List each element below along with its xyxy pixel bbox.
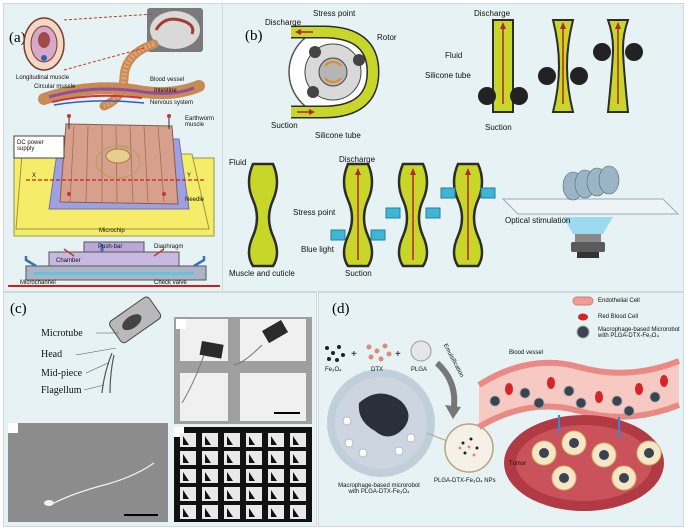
label-discharge-tube: Discharge — [474, 9, 511, 18]
panel-a: (a) — [3, 3, 225, 292]
label-fluid-bottom: Fluid — [229, 158, 247, 167]
array-cell-mark — [205, 472, 211, 481]
array-cell-mark — [249, 454, 255, 463]
label-suction-pump: Suction — [271, 121, 298, 130]
label-blood-vessel-d: Blood vessel — [509, 350, 544, 356]
panel-b: (b) — [222, 3, 684, 292]
array-cell-mark — [271, 454, 277, 463]
array-cell-mark — [227, 490, 233, 499]
array-cell-mark — [205, 436, 211, 445]
array-cell-mark — [249, 472, 255, 481]
array-cell-mark — [271, 436, 277, 445]
array-cell-mark — [183, 490, 189, 499]
label-mid-piece: Mid-piece — [41, 368, 83, 379]
array-cell-mark — [293, 508, 299, 517]
array-cell-mark — [183, 508, 189, 517]
label-earthworm-muscle: Earthworm muscle — [185, 116, 215, 129]
label-flagellum: Flagellum — [41, 385, 82, 396]
label-silicone-tube: Silicone tube — [425, 71, 471, 80]
label-suction-bottom: Suction — [345, 269, 372, 278]
array-cell-mark — [205, 490, 211, 499]
microtube-array — [180, 433, 306, 519]
panel-b-illustration — [247, 19, 680, 268]
array-cell-mark — [249, 436, 255, 445]
label-circular-muscle: Circular muscle — [34, 84, 76, 90]
array-cell-mark — [249, 508, 255, 517]
array-cell-mark — [183, 472, 189, 481]
array-cell-mark — [249, 490, 255, 499]
label-silicone-tube-pump: Silicone tube — [315, 131, 361, 140]
label-nervous-system: Nervous system — [150, 100, 194, 106]
array-cell-mark — [293, 436, 299, 445]
svg-text:+: + — [395, 349, 401, 360]
panel-b-letter: (b) — [245, 28, 263, 44]
panel-c-illustration — [8, 296, 312, 522]
label-microtube: Microtube — [41, 328, 83, 339]
panel-c-letter: (c) — [10, 301, 27, 317]
panel-a-illustration — [8, 8, 220, 287]
array-cell-mark — [183, 454, 189, 463]
array-cell-mark — [205, 508, 211, 517]
label-dtx: DTX — [371, 367, 383, 373]
array-cell-mark — [227, 436, 233, 445]
label-blood-vessel-a: Blood vessel — [150, 77, 185, 83]
array-cell-mark — [293, 490, 299, 499]
panel-d-letter: (d) — [332, 301, 350, 317]
label-needle: Needle — [185, 197, 205, 203]
array-cell-mark — [271, 472, 277, 481]
array-cell-mark — [227, 472, 233, 481]
array-cell-mark — [271, 490, 277, 499]
label-axis-x: X — [32, 173, 37, 179]
array-cell-mark — [271, 508, 277, 517]
label-plga: PLGA — [411, 367, 428, 373]
panel-d: (d) + + — [318, 292, 684, 527]
label-longitudinal-muscle: Longitudinal muscle — [16, 75, 70, 81]
array-cell-mark — [183, 436, 189, 445]
panel-c: (c) Microtube — [3, 292, 317, 527]
label-chamber: Chamber — [56, 258, 81, 264]
label-endothelial-cell: Endothelial Cell — [598, 298, 640, 304]
label-tumor: Tumor — [509, 461, 527, 467]
label-head: Head — [41, 349, 63, 360]
label-diaphragm: Diaphragm — [154, 244, 184, 250]
label-red-blood-cell: Red Blood Cell — [598, 314, 639, 320]
label-axis-y: Y — [187, 173, 192, 179]
panel-a-letter: (a) — [9, 30, 26, 46]
label-discharge-pump: Discharge — [265, 18, 302, 27]
label-optical-stimulation: Optical stimulation — [505, 216, 571, 225]
array-cell-mark — [205, 454, 211, 463]
svg-text:+: + — [351, 349, 357, 360]
label-macrophage-legend: Macrophage-based Microrobot with PLGA-DT… — [598, 327, 680, 340]
label-fluid-top: Fluid — [445, 51, 463, 60]
array-cell-mark — [227, 508, 233, 517]
label-intestine: Intestine — [154, 88, 177, 94]
label-macrophage-caption: Macrophage-based microrobot with PLGA-DT… — [338, 483, 420, 496]
label-rotor: Rotor — [377, 33, 397, 42]
label-muscle-cuticle: Muscle and cuticle — [229, 269, 295, 278]
label-blue-light: Blue light — [301, 245, 334, 254]
label-stress-point-pump: Stress point — [313, 9, 356, 18]
label-discharge-bottom: Discharge — [339, 155, 376, 164]
label-nps-caption: PLGA-DTX-Fe₃O₄ NPs — [434, 478, 496, 484]
array-cell-mark — [293, 454, 299, 463]
array-cell-mark — [293, 472, 299, 481]
label-check-valve: Check valve — [154, 280, 187, 286]
label-microchannel: Microchannel — [20, 280, 56, 286]
panel-d-illustration: + + — [325, 296, 681, 511]
label-fe3o4: Fe₃O₄ — [325, 367, 342, 373]
label-stress-point: Stress point — [293, 208, 336, 217]
label-microchip: Microchip — [99, 228, 125, 234]
label-push-bar: Push-bar — [98, 244, 123, 250]
label-suction-tube: Suction — [485, 123, 512, 132]
array-cell-mark — [227, 454, 233, 463]
label-dc-power-supply: DC power supply — [17, 140, 44, 153]
